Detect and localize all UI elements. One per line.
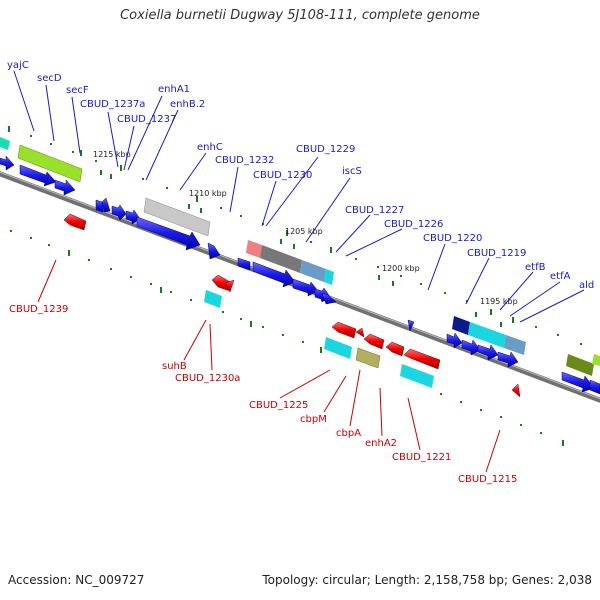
gene-label[interactable]: CBUD_1237 [117, 114, 176, 125]
accession-text: Accession: NC_009727 [8, 573, 145, 587]
cds-arrow-forward[interactable] [136, 216, 201, 251]
gene-label[interactable]: etfA [550, 271, 571, 282]
feature-box-olive[interactable] [355, 347, 381, 369]
gene-label[interactable]: secF [66, 85, 89, 96]
cds-arrow-forward[interactable] [54, 179, 76, 196]
cds-arrow-forward[interactable] [125, 209, 141, 225]
feature-box-darkgrey[interactable] [260, 245, 302, 273]
cds-arrow-forward[interactable] [407, 319, 415, 332]
cds-arrow-forward[interactable] [252, 261, 296, 288]
cds-arrow-forward[interactable] [561, 371, 595, 393]
forward-cds-group [0, 155, 600, 395]
cds-arrow-reverse[interactable] [363, 333, 385, 350]
cds-arrow-forward[interactable] [589, 379, 600, 395]
kbp-label: 1200 kbp [382, 264, 420, 273]
gene-label[interactable]: CBUD_1215 [458, 474, 517, 485]
feature-box-steel[interactable] [504, 335, 526, 355]
gene-label[interactable]: CBUD_1221 [392, 452, 451, 463]
gene-label[interactable]: CBUD_1230 [253, 170, 312, 181]
gene-label[interactable]: CBUD_1232 [215, 155, 274, 166]
forward-labels: yajC secD secF CBUD_1237a enhA1 CBUD_123… [7, 60, 594, 291]
gene-label[interactable]: etfB [525, 262, 546, 273]
cds-arrow-reverse[interactable] [385, 341, 405, 357]
gene-label[interactable]: cbpM [300, 414, 327, 425]
kbp-label: 1205 kbp [285, 227, 323, 236]
gene-label[interactable]: CBUD_1226 [384, 219, 443, 230]
reverse-leaders [37, 259, 501, 473]
gene-label[interactable]: enhC [197, 142, 223, 153]
cds-arrow-forward[interactable] [497, 351, 519, 368]
forward-leaders [13, 70, 585, 323]
feature-box-olive[interactable] [566, 354, 594, 376]
feature-box-cyan[interactable] [468, 322, 506, 348]
gene-label[interactable]: CBUD_1225 [249, 400, 308, 411]
cds-arrow-forward[interactable] [477, 344, 499, 361]
cds-arrow-forward[interactable] [101, 197, 111, 213]
feature-box-teal[interactable] [0, 137, 10, 150]
gene-label[interactable]: iscS [342, 166, 362, 177]
cds-arrow-reverse[interactable] [511, 383, 521, 398]
gene-label[interactable]: CBUD_1229 [296, 144, 355, 155]
feature-box-cyan[interactable] [204, 290, 222, 308]
lower-guide-dots [10, 230, 542, 434]
upper-guide-ticks [8, 126, 514, 323]
upper-guide-dots [8, 127, 582, 345]
feature-boxes [0, 137, 600, 388]
gene-label[interactable]: enhA1 [158, 84, 190, 95]
gene-label[interactable]: CBUD_1237a [80, 99, 145, 110]
reverse-labels: CBUD_1239 suhB CBUD_1230a CBUD_1225 cbpM… [9, 304, 517, 485]
gene-label[interactable]: suhB [162, 361, 187, 372]
cds-arrow-reverse[interactable] [403, 348, 441, 370]
feature-box-steel[interactable] [300, 260, 326, 282]
page-title: Coxiella burnetii Dugway 5J108-111, comp… [120, 8, 480, 23]
gene-label[interactable]: CBUD_1239 [9, 304, 68, 315]
gene-label[interactable]: CBUD_1227 [345, 205, 404, 216]
cds-arrow-forward[interactable] [321, 292, 337, 305]
gene-label[interactable]: cbpA [336, 428, 361, 439]
reverse-cds-group [63, 213, 521, 398]
cds-arrow-forward[interactable] [461, 339, 481, 356]
cds-arrow-reverse[interactable] [225, 279, 235, 293]
topology-text: Topology: circular; Length: 2,158,758 bp… [262, 573, 592, 587]
feature-box-cyan[interactable] [400, 364, 434, 388]
feature-box-cyan[interactable] [324, 269, 334, 285]
cds-arrow-forward[interactable] [207, 242, 221, 260]
cds-arrow-forward[interactable] [292, 278, 319, 297]
cds-arrow-reverse[interactable] [331, 321, 357, 339]
feature-box-grey[interactable] [143, 197, 211, 237]
feature-box-navy[interactable] [452, 316, 470, 335]
gene-label[interactable]: enhA2 [365, 438, 397, 449]
feature-box-lime[interactable] [17, 144, 83, 183]
feature-box-pink[interactable] [246, 240, 262, 258]
gene-label[interactable]: ald [579, 280, 594, 291]
kbp-label: 1195 kbp [480, 297, 518, 306]
gene-label[interactable]: CBUD_1219 [467, 248, 526, 259]
cds-arrow-reverse[interactable] [355, 327, 365, 338]
cds-arrow-forward[interactable] [237, 257, 251, 271]
feature-box-lime[interactable] [592, 354, 600, 366]
gene-label[interactable]: yajC [7, 60, 29, 71]
gene-label[interactable]: enhB.2 [170, 99, 205, 110]
kbp-label: 1215 kbp [93, 150, 131, 159]
gene-label[interactable]: secD [37, 73, 62, 84]
feature-box-cyan[interactable] [324, 337, 352, 359]
kbp-ticks [100, 170, 502, 327]
cds-arrow-forward[interactable] [95, 199, 104, 213]
lower-guide-ticks [68, 250, 564, 446]
cds-arrow-forward[interactable] [19, 164, 57, 187]
cds-arrow-forward[interactable] [0, 155, 15, 171]
gene-label[interactable]: CBUD_1230a [175, 373, 240, 384]
kbp-label: 1210 kbp [189, 189, 227, 198]
gene-label[interactable]: CBUD_1220 [423, 233, 482, 244]
cds-arrow-reverse[interactable] [63, 213, 87, 231]
cds-arrow-forward[interactable] [446, 332, 463, 349]
cds-arrow-forward[interactable] [111, 204, 127, 221]
